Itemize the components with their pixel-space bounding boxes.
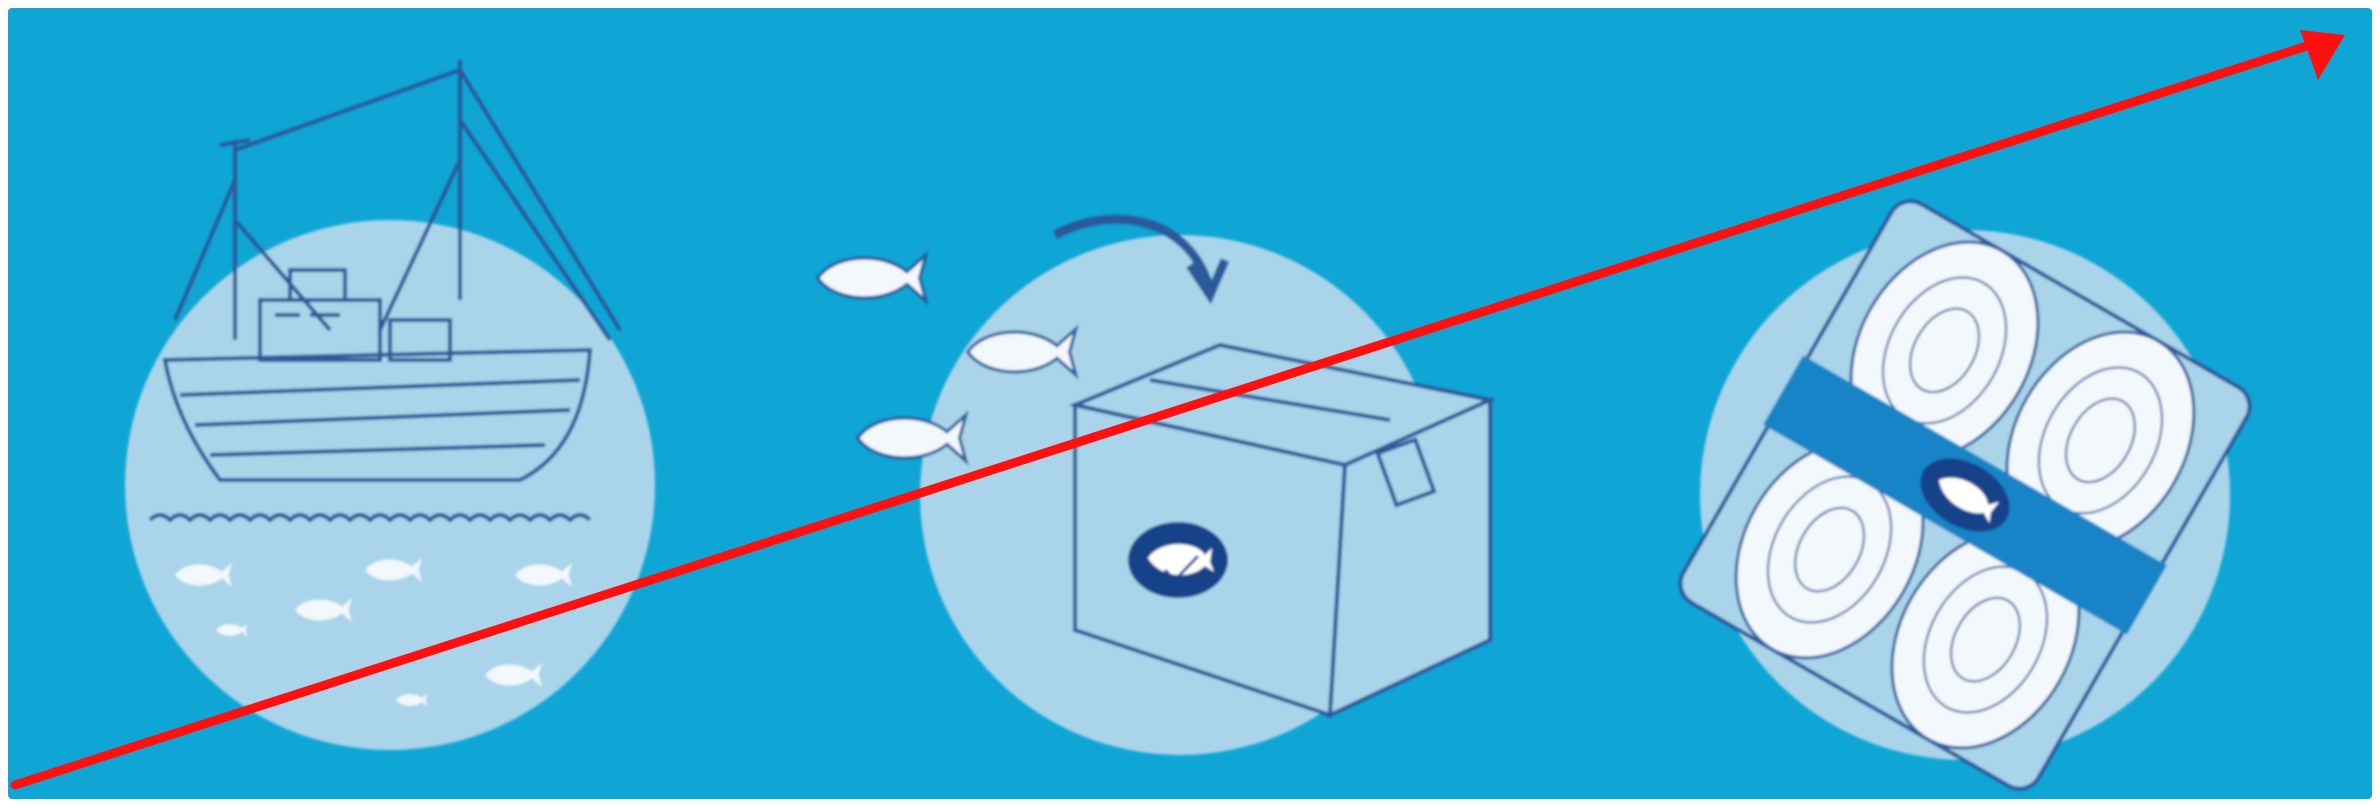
catch-circle [125, 220, 655, 750]
box-ecolabel-icon [1128, 522, 1228, 598]
